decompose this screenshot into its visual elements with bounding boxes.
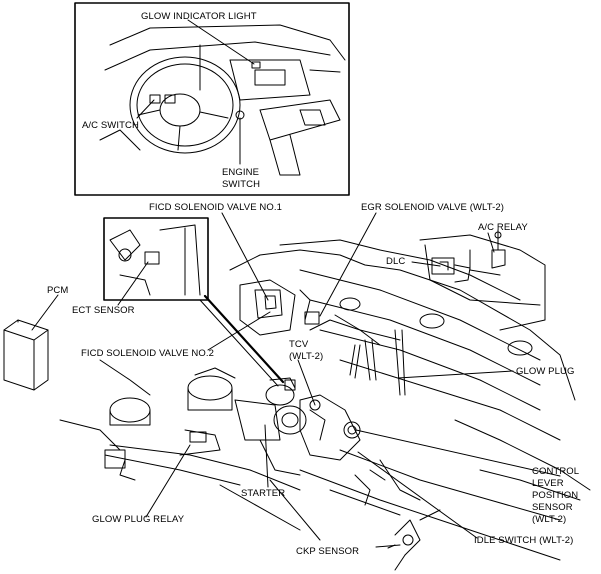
label-ficd-valve-1: FICD SOLENOID VALVE NO.1: [149, 202, 282, 213]
pcm-unit: [3, 319, 49, 391]
label-glow-indicator-light: GLOW INDICATOR LIGHT: [141, 11, 257, 22]
label-egr-valve: EGR SOLENOID VALVE (WLT-2): [361, 202, 505, 213]
label-pcm: PCM: [47, 285, 69, 296]
leader-ac-switch: [136, 99, 155, 119]
label-tcv-line1: TCV: [289, 339, 309, 350]
leader-ficd-valve-2: [207, 311, 271, 351]
leader-glow-indicator: [187, 19, 255, 65]
label-ckp-sensor: CKP SENSOR: [296, 546, 360, 557]
label-control-lever-line2: LEVER: [532, 478, 564, 489]
leader-glow-plug: [397, 370, 514, 379]
ect-inset-pointer-2: [199, 299, 279, 387]
leader-dlc: [411, 261, 441, 267]
leader-starter: [264, 424, 269, 488]
leader-ficd-valve-1: [221, 212, 269, 301]
label-ac-switch: A/C SWITCH: [82, 120, 139, 131]
label-control-lever-line5: (WLT-2): [532, 514, 567, 525]
ect-sensor-inset: [103, 217, 209, 301]
label-control-lever-line1: CONTROL: [532, 466, 580, 477]
label-engine-switch-line2: SWITCH: [222, 179, 261, 190]
label-engine-switch-line1: ENGINE: [222, 167, 260, 178]
leader-ac-relay: [487, 232, 495, 253]
label-glow-plug: GLOW PLUG: [516, 366, 575, 377]
label-idle-switch: IDLE SWITCH (WLT-2): [474, 535, 574, 546]
leader-ckp-sensor: [375, 544, 401, 548]
dashboard-inset-frame: [74, 2, 350, 196]
leader-glow-plug-relay: [145, 444, 191, 518]
label-dlc: DLC: [386, 256, 406, 267]
label-control-lever-line4: SENSOR: [532, 502, 573, 513]
label-ficd-valve-2: FICD SOLENOID VALVE NO.2: [81, 348, 214, 359]
ect-inset-illustration: [109, 224, 201, 296]
label-ect-sensor: ECT SENSOR: [72, 305, 135, 316]
ect-inset-pointer: [203, 294, 285, 384]
label-tcv-line2: (WLT-2): [289, 351, 324, 362]
label-control-lever-line3: POSITION: [532, 490, 579, 501]
leader-tcv: [297, 359, 316, 406]
label-ac-relay: A/C RELAY: [478, 222, 528, 233]
dashboard-illustration: [99, 24, 346, 176]
label-starter: STARTER: [241, 488, 286, 499]
engine-illustration: [59, 229, 591, 571]
leader-control-lever-sensor: [355, 429, 561, 477]
leader-egr-valve: [319, 212, 377, 317]
leader-ect-sensor: [117, 261, 149, 306]
label-glow-plug-relay: GLOW PLUG RELAY: [92, 514, 185, 525]
leader-pcm: [31, 294, 59, 331]
leader-idle-switch: [357, 451, 478, 539]
